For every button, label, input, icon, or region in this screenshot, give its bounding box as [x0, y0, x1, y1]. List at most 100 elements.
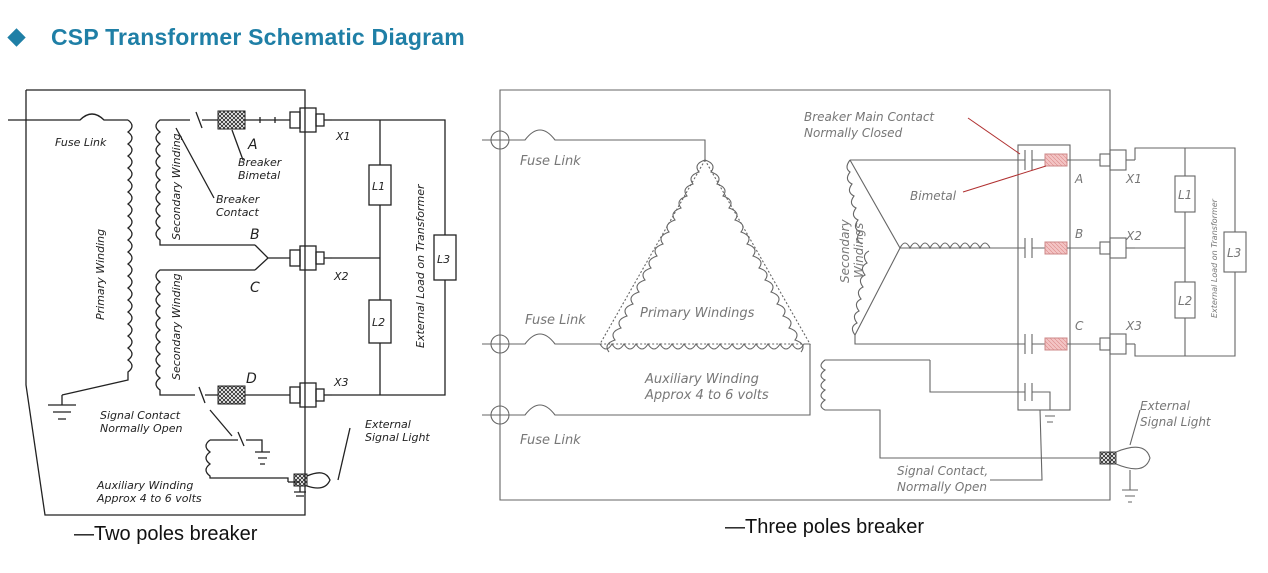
label-c-right: C: [1075, 319, 1084, 333]
load-l3-right: [1223, 231, 1247, 273]
label-aux-winding-2: Approx 4 to 6 volts: [96, 492, 202, 505]
breaker-pole-a: [1024, 150, 1100, 170]
signal-light-bulb-icon: [306, 472, 331, 489]
external-load-wiring: [332, 119, 446, 396]
load-l2-right: [1174, 281, 1196, 319]
label-fuse-link-2: Fuse Link: [525, 313, 586, 328]
ground-icon: [48, 395, 76, 420]
auxiliary-winding-right-coil: [820, 359, 1100, 459]
fuse-link-symbol: [8, 113, 128, 121]
label-secondary-1: Secondary: [838, 219, 852, 283]
external-load-wiring-right: [1134, 147, 1236, 357]
label-x1: X1: [335, 130, 351, 143]
label-signal-contact-2: Normally Open: [100, 422, 182, 435]
label-breaker-main-1: Breaker Main Contact: [804, 110, 935, 124]
label-aux-winding-1: Auxiliary Winding: [96, 479, 193, 492]
load-l3: [433, 234, 457, 281]
label-l1: L1: [372, 180, 385, 193]
label-x2-right: X2: [1125, 229, 1142, 243]
label-aux-winding-right-1: Auxiliary Winding: [644, 372, 759, 387]
label-primary-windings: Primary Windings: [640, 306, 755, 321]
breaker-pole-b: [1024, 238, 1100, 258]
terminal-x1: [289, 107, 332, 133]
label-breaker-contact-1: Breaker: [216, 193, 261, 206]
ground-icon-signal: [294, 486, 306, 497]
label-signal-contact-right-1: Signal Contact,: [897, 464, 988, 478]
label-d: D: [246, 371, 257, 387]
label-external-load-right: External Load on Transformer: [1210, 198, 1219, 318]
breaker-contact-top: [170, 111, 290, 129]
terminal-x2: [289, 245, 332, 271]
label-breaker-contact-2: Contact: [216, 206, 259, 219]
label-x3-right: X3: [1125, 319, 1142, 333]
fuse-link-2-symbol: [482, 333, 600, 345]
label-l2-right: L2: [1178, 294, 1192, 308]
fuse-link-1-symbol: [482, 129, 706, 160]
label-x1-right: X1: [1125, 172, 1142, 186]
label-secondary-winding-bottom: Secondary Winding: [170, 273, 183, 380]
primary-windings-triangle: [599, 158, 811, 345]
two-pole-diagram: Fuse Link Primary Winding Secondary Wind…: [8, 89, 457, 516]
label-external-signal-right-2: Signal Light: [1140, 415, 1212, 429]
housing-outline: [25, 89, 306, 516]
signal-contact-right: [929, 360, 1057, 423]
secondary-windings-coil: [849, 159, 990, 336]
auxiliary-winding-coil: [205, 439, 289, 482]
label-signal-contact-1: Signal Contact: [100, 409, 181, 422]
label-l3: L3: [437, 253, 450, 266]
label-breaker-main-2: Normally Closed: [804, 126, 903, 140]
label-x2: X2: [333, 270, 349, 283]
load-l1-right: [1174, 175, 1196, 213]
signal-light-socket-right: [1099, 451, 1117, 465]
terminal-x3: [289, 382, 332, 408]
label-x3: X3: [333, 376, 349, 389]
label-l3-right: L3: [1227, 246, 1241, 260]
secondary-winding-bottom-coil: [155, 269, 255, 396]
label-secondary-2: Windings: [852, 223, 866, 278]
label-a: A: [247, 137, 258, 153]
label-l1-right: L1: [1178, 188, 1192, 202]
load-l1: [368, 164, 392, 206]
label-bimetal: Bimetal: [910, 189, 957, 203]
label-signal-contact-right-2: Normally Open: [897, 480, 987, 494]
breaker-contact-bottom: [190, 386, 290, 404]
label-external-load: External Load on Transformer: [414, 183, 427, 348]
header: CSP Transformer Schematic Diagram: [7, 22, 465, 52]
label-fuse-link-1: Fuse Link: [520, 154, 581, 169]
ground-icon-right: [1122, 470, 1138, 503]
secondary-winding-top-coil: [155, 119, 255, 246]
fuse-link-3-symbol: [482, 344, 811, 416]
label-external-signal-2: Signal Light: [365, 431, 430, 444]
label-fuse-link-3: Fuse Link: [520, 433, 581, 448]
label-c: C: [250, 280, 260, 296]
breaker-pole-c: [1024, 334, 1100, 354]
caption-two-poles: —Two poles breaker: [74, 523, 258, 545]
page-title: CSP Transformer Schematic Diagram: [51, 23, 465, 50]
label-a-right: A: [1074, 172, 1083, 186]
label-b-right: B: [1075, 227, 1083, 241]
label-external-signal-right-1: External: [1140, 399, 1191, 413]
terminal-x3-right: [1099, 333, 1135, 355]
signal-light-socket: [293, 473, 308, 487]
terminal-x1-right: [1099, 149, 1135, 171]
label-breaker-bimetal-2: Bimetal: [238, 169, 280, 182]
signal-light-bulb-right-icon: [1115, 446, 1151, 470]
primary-winding-coil: [61, 119, 133, 396]
label-fuse-link: Fuse Link: [55, 136, 107, 149]
breaker-bimetal-top: [217, 110, 246, 130]
breaker-box: [1017, 144, 1071, 411]
breaker-bimetal-bottom: [217, 385, 246, 405]
caption-three-poles: —Three poles breaker: [725, 516, 924, 538]
three-pole-diagram: Fuse Link Fuse Link Fuse Link Primary Wi…: [482, 89, 1247, 503]
label-aux-winding-right-2: Approx 4 to 6 volts: [644, 388, 769, 403]
label-breaker-bimetal-1: Breaker: [238, 156, 283, 169]
load-l2: [368, 299, 392, 344]
terminal-x2-right: [1099, 237, 1135, 259]
signal-contact-normally-open: [210, 431, 270, 465]
label-b: B: [250, 227, 260, 243]
label-primary-winding: Primary Winding: [94, 229, 107, 320]
label-external-signal-1: External: [365, 418, 411, 431]
housing-outline-right: [499, 89, 1111, 501]
label-secondary-winding-top: Secondary Winding: [170, 133, 183, 240]
